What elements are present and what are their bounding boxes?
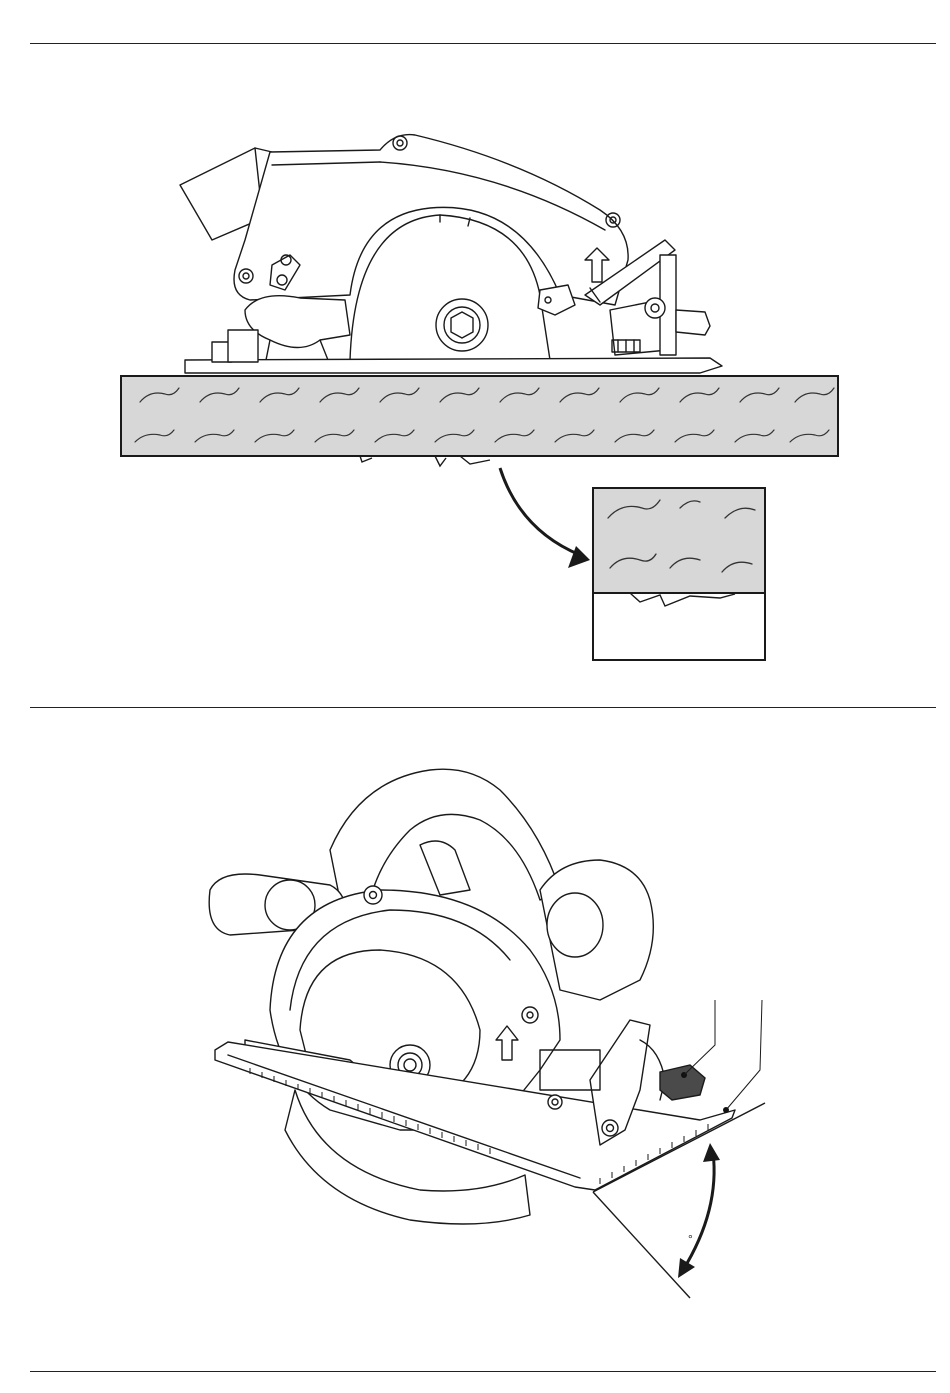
middle-rule bbox=[30, 707, 936, 708]
bottom-rule bbox=[30, 1371, 936, 1372]
depth-illustration bbox=[0, 90, 950, 680]
bevel-illustration bbox=[0, 750, 950, 1320]
lower-blade-guard bbox=[245, 296, 350, 348]
degree-symbol: ° bbox=[688, 1232, 693, 1246]
top-rule bbox=[30, 43, 936, 44]
depth-figure bbox=[0, 90, 950, 680]
callout-line-scale bbox=[726, 1000, 762, 1110]
base-plate bbox=[185, 358, 722, 373]
detail-arrow bbox=[500, 468, 580, 555]
bevel-figure: ° bbox=[0, 750, 950, 1320]
bevel-angle-arrow bbox=[683, 1152, 714, 1270]
bevel-blade-line bbox=[593, 1192, 690, 1298]
blade-teeth-below bbox=[360, 456, 490, 466]
bevel-knob bbox=[660, 1065, 705, 1100]
callout-line-knob bbox=[684, 1000, 715, 1075]
